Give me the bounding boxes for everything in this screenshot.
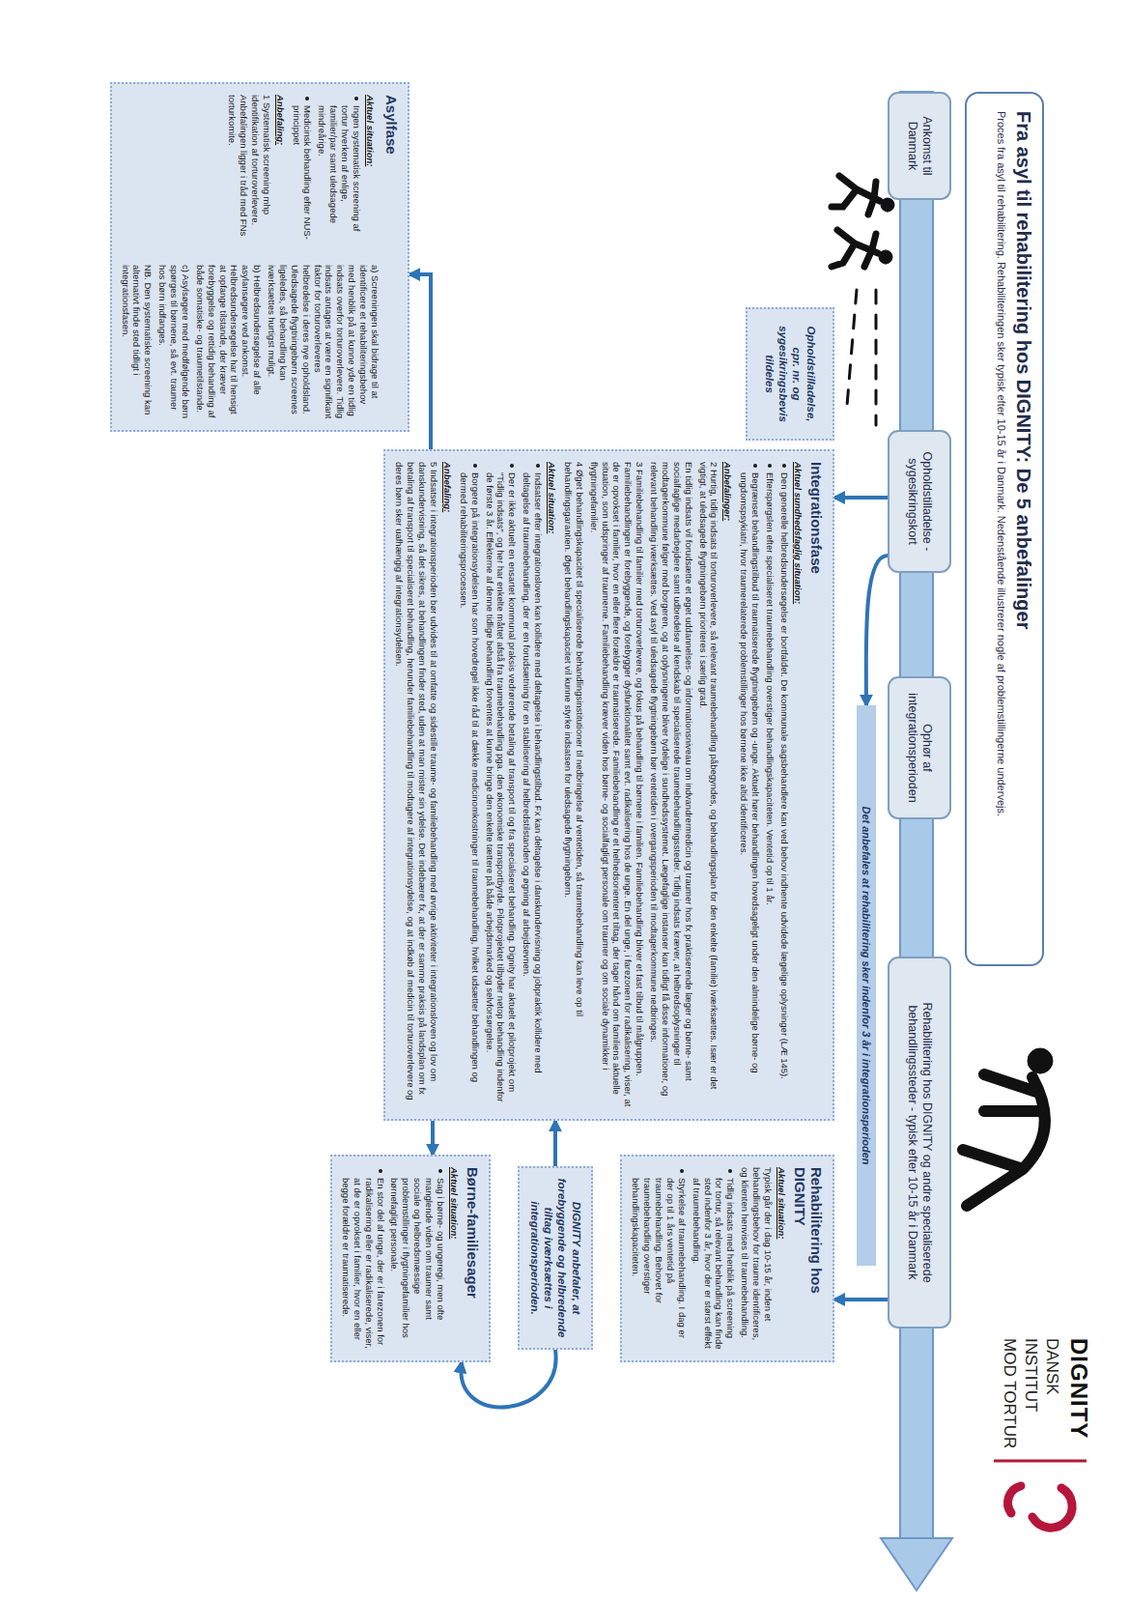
- section-label: Aktuel situation:: [776, 1166, 788, 1350]
- stage-box: Ophør af integrationsperioden: [887, 676, 952, 819]
- runner-body: [831, 175, 880, 215]
- body-text: DIGNITY anbefaler, at forebyggende og he…: [527, 1175, 584, 1340]
- body-text: En stor del af unge, der er i farezonen …: [339, 1166, 387, 1350]
- section-label: Anbefaling:: [442, 461, 453, 1108]
- body-text: Ingen systematisk screening af tortur hv…: [316, 94, 364, 250]
- logo-text: INSTITUT: [1020, 1337, 1041, 1412]
- logo-swirl: [1032, 1487, 1073, 1527]
- body-text: 1 Systematisk screening mhp identifikati…: [225, 94, 273, 250]
- logo-text: MOD TORTUR: [999, 1337, 1019, 1448]
- motion-line: [846, 289, 857, 406]
- running-figures: [831, 175, 895, 425]
- body-text: 5 Indsatser i integrationsperioden bør u…: [394, 461, 441, 1108]
- body-text: En tidlig indsats vil forudsætte et øget…: [648, 461, 695, 1108]
- connector-arrow: [553, 1120, 558, 1166]
- body-text: Typisk går der i dag 10-15 år, inden et …: [738, 1166, 774, 1350]
- timeline-band: [880, 91, 953, 1590]
- body-text: 2 Hurtig, tidlig indsats til torturoverl…: [697, 461, 721, 1108]
- connector-arrow: [834, 1297, 888, 1301]
- body-text: Ophør af integrationsperioden: [904, 685, 934, 810]
- connector-arrow: [409, 274, 431, 450]
- logo-divider: [993, 1459, 1087, 1463]
- body-text: Der er ikke aktuelt en ensartet kommunal…: [483, 461, 519, 1108]
- section-label: Aktuel situation:: [365, 94, 376, 250]
- box-heading: Rehabilitering hos DIGNITY: [791, 1166, 825, 1350]
- section-label: Aktuel situation:: [449, 1166, 460, 1350]
- section-label: Aktuel sundhedsfaglig situation:: [792, 461, 804, 1108]
- box-heading: Integrationsfase: [808, 461, 825, 1108]
- body-text: Opholdstilladelse - sygesikringskort: [904, 439, 934, 564]
- figure-body: [962, 1073, 1045, 1206]
- body-text: Medicinsk behandling efter NUS-princippe…: [290, 94, 314, 250]
- section-label: Anbefalinger:: [723, 461, 734, 1108]
- recommendation-bar: Det anbefales at rehabilitering sker ind…: [856, 705, 876, 1266]
- column-flow: Aktuel situation:Ingen systematisk scree…: [119, 94, 381, 420]
- box-heading: Børne-familiesager: [464, 1166, 481, 1350]
- logo-text: DANSK: [1042, 1337, 1062, 1395]
- section-label: Aktuel situation:: [546, 461, 558, 1108]
- body-text: 3 Familiebehandling til familier med tor…: [588, 461, 646, 1108]
- body-text: c) Asylsøgere med medfølgende børn spørg…: [156, 264, 192, 420]
- stage-box: Rehabilitering hos DIGNITY og andre spec…: [887, 956, 952, 1328]
- body-text: Ankomst til Danmark: [904, 101, 934, 191]
- body-text: Det anbefales at rehabilitering sker ind…: [860, 710, 873, 1260]
- connector-arrow: [430, 1120, 435, 1155]
- logo-swirl: [1008, 1485, 1021, 1513]
- body-text: Borgere på integrationsydelsen har som h…: [457, 461, 481, 1108]
- body-text: Begrænset behandlingstilbud til traumati…: [738, 461, 763, 1108]
- bending-figure: [962, 1047, 1053, 1206]
- body-text: NB. Den systematiske screening kan alter…: [119, 264, 155, 420]
- body-text: a) Screeningen skal bidrage til at ident…: [265, 264, 381, 420]
- phase-box: Børne-familiesager Aktuel situation:Sag i…: [330, 1154, 491, 1362]
- section-label: Anbefaling:: [275, 94, 286, 250]
- band-head: [880, 1537, 953, 1590]
- body-text: Tidlig indsats med henblik på screening …: [690, 1166, 737, 1350]
- box-heading: Asylfase: [383, 94, 400, 420]
- stage-box: Ankomst til Danmark: [887, 91, 952, 200]
- diagram-title: Fra asyl til rehabilitering hos DIGNITY:…: [1012, 111, 1035, 947]
- body-text: Den generelle helbredsundersøgelse er bo…: [778, 461, 791, 1108]
- stage-box: Opholdstilladelse - sygesikringskort: [887, 429, 952, 573]
- note-box: DIGNITY anbefaler, at forebyggende og he…: [517, 1165, 593, 1350]
- runner-body: [831, 229, 878, 267]
- body-text: b) Helbredsundersøgelse af alle asylansø…: [194, 264, 263, 420]
- body-text: 4 Øget behandlingskapacitet til speciali…: [562, 461, 586, 1108]
- body-text: Opholdstilladelse, cpr. nr. og sygesikri…: [762, 316, 819, 431]
- body-text: Rehabilitering hos DIGNITY og andre spec…: [904, 965, 934, 1319]
- body-text: Efterspørgslen efter specialiseret traum…: [763, 461, 776, 1108]
- note-box: Opholdstilladelse, cpr. nr. og sygesikri…: [745, 307, 835, 441]
- figure-head: [1027, 1047, 1053, 1073]
- logo-mark: [993, 1460, 1087, 1527]
- body-text: Indsatser efter integrationsloven kan ko…: [520, 461, 544, 1108]
- body-text: Styrkelse af traumebehandling. I dag er …: [630, 1166, 688, 1350]
- logo-text: DIGNITY: [1065, 1337, 1093, 1439]
- connector-arrow: [866, 555, 888, 706]
- title-box: Fra asyl til rehabilitering hos DIGNITY:…: [964, 91, 1045, 966]
- phase-box: Integrationsfase Aktuel sundhedsfaglig si…: [384, 449, 836, 1121]
- connector-arrow: [834, 495, 888, 500]
- diagram-caption: Proces fra asyl til rehabilitering. Reha…: [995, 111, 1008, 947]
- body-text: Sag i børne- og ungeregi, men ofte mangl…: [389, 1166, 447, 1350]
- phase-box: AsylfaseAktuel situation:Ingen systemati…: [110, 82, 410, 432]
- phase-box: Rehabilitering hos DIGNITYAktuel situati…: [620, 1154, 836, 1362]
- motion-line: [874, 289, 878, 425]
